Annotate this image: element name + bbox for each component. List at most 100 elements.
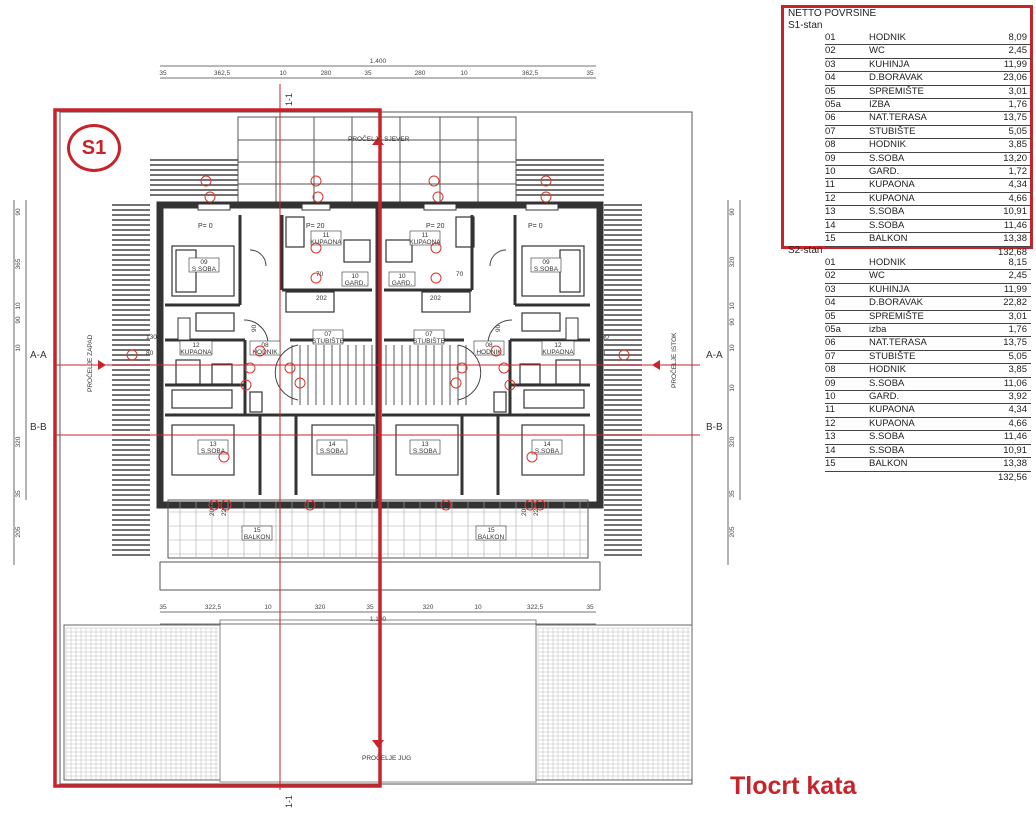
small-dim-130-left: 130 xyxy=(146,334,157,341)
cell-name: D.BORAVAK xyxy=(869,297,924,309)
light-marker xyxy=(312,191,324,203)
drawing-title: Tlocrt kata xyxy=(730,772,857,800)
svg-text:08: 08 xyxy=(485,342,493,349)
dimension-label: 322,5 xyxy=(527,604,544,611)
dimension-label: 90 xyxy=(15,208,22,216)
dimension-label: 205 xyxy=(729,526,736,537)
small-dim-130-right: 130 xyxy=(598,334,609,341)
site-outline xyxy=(59,111,693,785)
cell-name: S.SOBA xyxy=(869,444,905,456)
cell-no: 07 xyxy=(825,125,836,137)
light-marker xyxy=(540,191,552,203)
cell-no: 13 xyxy=(825,206,836,218)
section-11-bottom: 1-1 xyxy=(284,795,294,808)
cell-no: 05 xyxy=(825,85,836,97)
svg-text:11: 11 xyxy=(422,232,429,239)
light-marker xyxy=(126,349,138,361)
level-p20-left: P= 20 xyxy=(306,223,325,230)
cell-area: 10,91 xyxy=(1003,444,1027,456)
dimension-label: 35 xyxy=(15,490,22,498)
light-marker xyxy=(310,272,322,284)
small-dim-202-left: 202 xyxy=(316,295,327,302)
dimension-lines xyxy=(13,65,741,625)
s1-total: 132,68 xyxy=(997,246,1027,258)
cell-name: HODNIK xyxy=(869,139,906,151)
dimension-label: 1.400 xyxy=(370,58,387,65)
cell-no: 05a xyxy=(825,324,841,336)
svg-text:KUPAONA: KUPAONA xyxy=(409,239,441,246)
staircase xyxy=(291,345,467,405)
light-marker xyxy=(430,242,442,254)
svg-text:12: 12 xyxy=(192,342,200,349)
cell-no: 01 xyxy=(825,257,836,268)
light-marker xyxy=(456,362,468,374)
small-dim-200-right: 200 xyxy=(521,505,528,516)
light-marker xyxy=(200,175,212,187)
cell-name: KUHINJA xyxy=(869,283,910,295)
cell-area: 5,05 xyxy=(1008,350,1028,362)
west-elevation-label: PROČELJE ZAPAD xyxy=(85,334,94,392)
cell-area: 11,99 xyxy=(1003,283,1027,295)
cell-area: 11,46 xyxy=(1003,219,1027,231)
dimension-label: 362,5 xyxy=(214,70,231,77)
cell-area: 3,92 xyxy=(1008,391,1028,403)
cell-name: S.SOBA xyxy=(869,431,905,443)
svg-text:S.SOBA: S.SOBA xyxy=(413,448,438,455)
dimension-label: 365 xyxy=(15,258,22,269)
light-marker xyxy=(304,499,316,511)
light-marker xyxy=(218,451,230,463)
cell-name: S.SOBA xyxy=(869,377,905,389)
garden-hatch xyxy=(65,627,690,780)
dimension-label: 35 xyxy=(159,70,167,77)
cell-area: 1,72 xyxy=(1008,166,1028,178)
svg-text:S.SOBA: S.SOBA xyxy=(201,448,226,455)
cell-area: 2,45 xyxy=(1008,270,1028,282)
cell-no: 10 xyxy=(825,166,836,178)
svg-text:15: 15 xyxy=(487,527,495,534)
cell-area: 3,01 xyxy=(1008,310,1028,322)
svg-text:08: 08 xyxy=(261,342,269,349)
light-marker xyxy=(540,175,552,187)
cell-name: S.SOBA xyxy=(869,206,905,218)
cell-no: 03 xyxy=(825,58,836,70)
cell-no: 11 xyxy=(825,404,835,416)
light-marker xyxy=(618,349,630,361)
cell-area: 1,76 xyxy=(1008,324,1028,336)
dimension-label: 10 xyxy=(279,70,287,77)
cell-name: STUBIŠTE xyxy=(869,125,916,137)
cell-area: 8,09 xyxy=(1008,32,1028,43)
svg-text:BALKON: BALKON xyxy=(478,534,505,541)
svg-text:HODNIK: HODNIK xyxy=(252,349,278,356)
cell-name: WC xyxy=(869,45,885,57)
cell-no: 13 xyxy=(825,431,836,443)
dimension-label: 280 xyxy=(321,70,332,77)
svg-text:KUPAONA: KUPAONA xyxy=(180,349,212,356)
dimension-label: 35 xyxy=(586,604,594,611)
s2-total: 132,56 xyxy=(997,471,1027,483)
cell-name: D.BORAVAK xyxy=(869,72,924,84)
dimension-label: 35 xyxy=(586,70,594,77)
cell-area: 22,82 xyxy=(1003,297,1027,309)
light-marker xyxy=(284,362,296,374)
cell-no: 02 xyxy=(825,45,836,57)
light-marker xyxy=(204,191,216,203)
section-aa-left: A-A xyxy=(30,350,47,361)
cell-area: 13,75 xyxy=(1003,112,1027,124)
svg-text:STUBIŠTE: STUBIŠTE xyxy=(413,336,445,345)
cell-name: S.SOBA xyxy=(869,219,905,231)
